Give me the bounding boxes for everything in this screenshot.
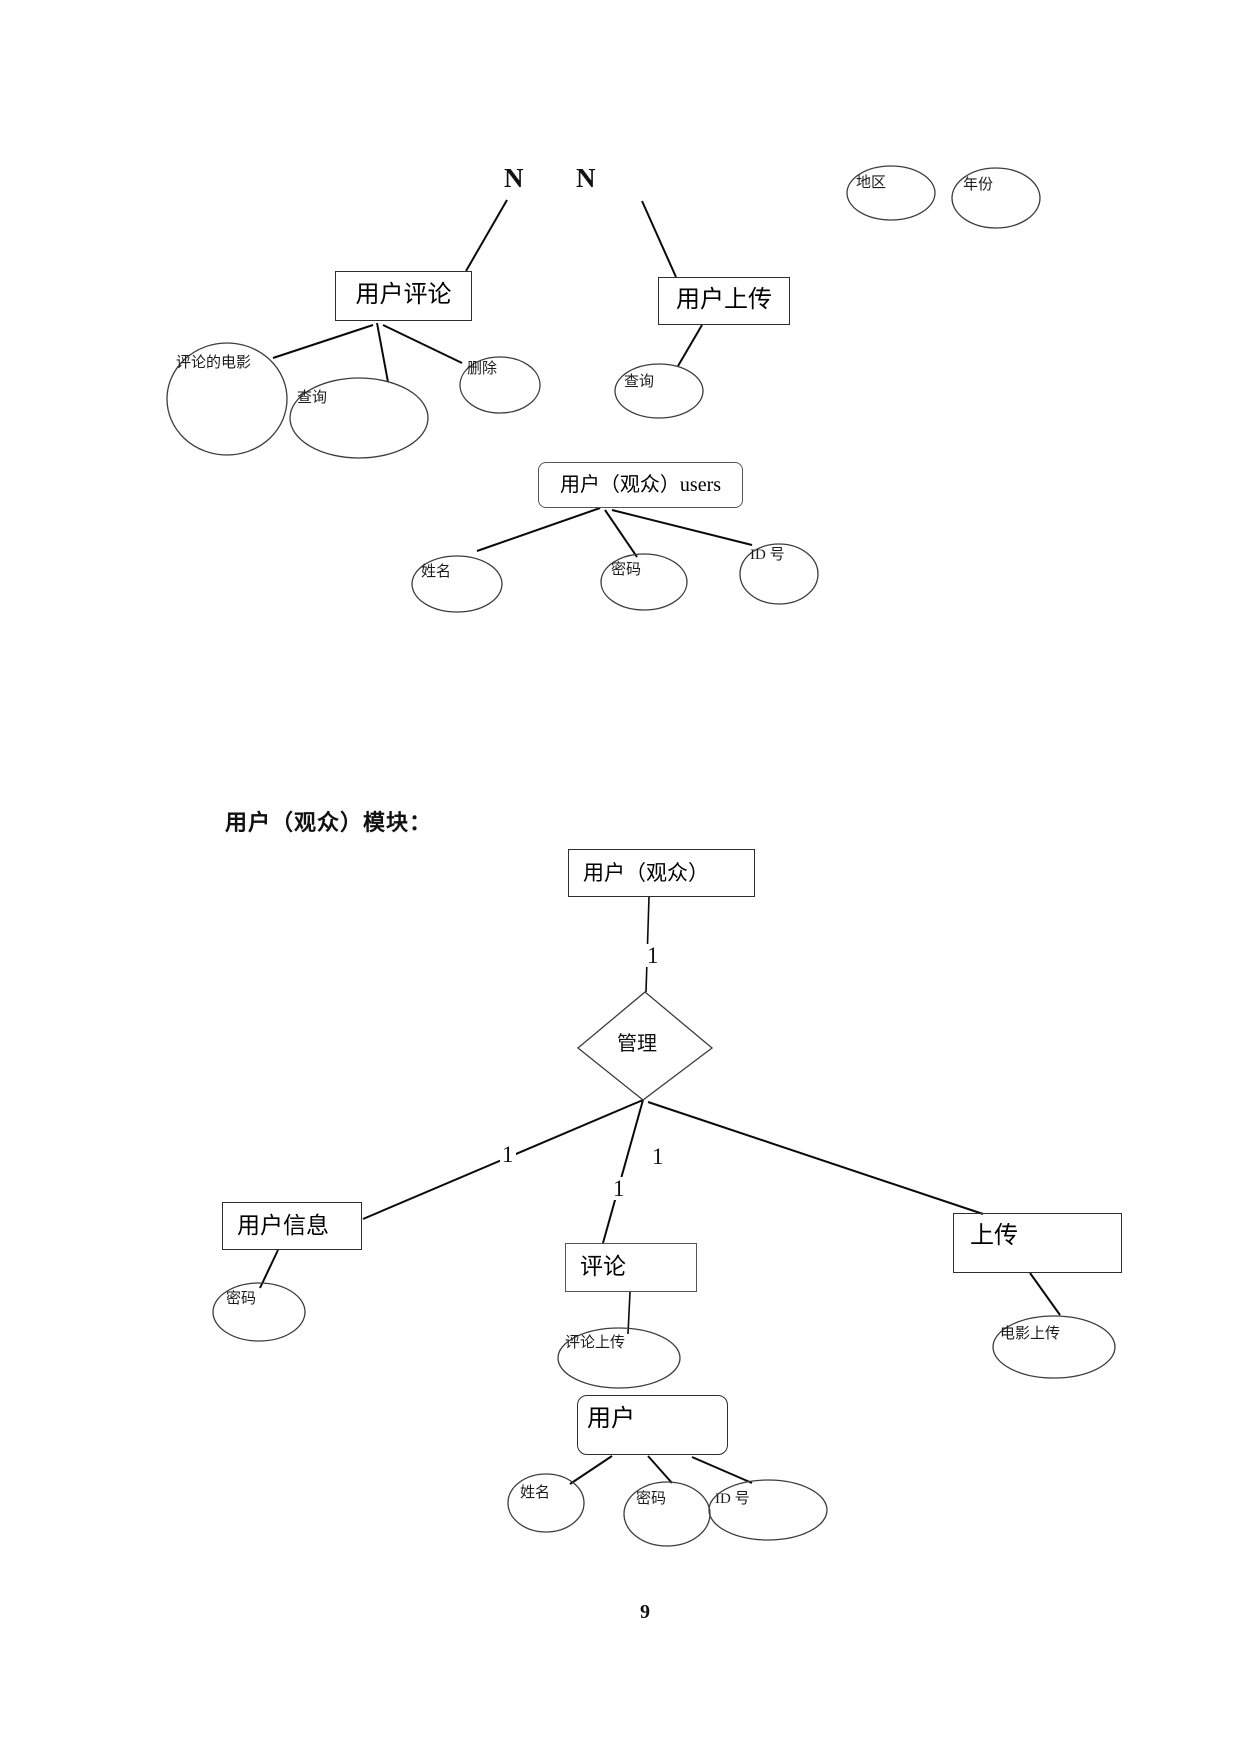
cardinality-1-middle-right: 1	[650, 1144, 666, 1169]
line-user-to-password	[647, 1455, 673, 1484]
ellipse-query-right	[614, 363, 704, 419]
line-comment-to-commentupload	[627, 1291, 631, 1335]
entity-label-users: 用户（观众）users	[559, 473, 722, 496]
attribute-label-password-bottom: 密码	[636, 1491, 667, 1507]
ellipse-movie-upload	[992, 1315, 1116, 1379]
attribute-label-query-right: 查询	[624, 374, 655, 390]
ellipse-name-mid	[411, 555, 503, 613]
relationship-label-manage: 管理	[617, 1033, 657, 1055]
ellipse-region	[846, 165, 936, 221]
attribute-label-region: 地区	[856, 175, 887, 191]
attribute-label-id-mid: ID 号	[750, 547, 785, 563]
entity-box-viewer: 用户（观众）	[568, 849, 755, 897]
ellipse-password-info	[212, 1282, 306, 1342]
line-users-to-password	[604, 509, 638, 558]
entity-box-user-info: 用户信息	[222, 1202, 362, 1250]
ellipse-id-mid	[739, 543, 819, 605]
line-comment-to-movie	[272, 324, 374, 359]
entity-box-upload: 上传	[953, 1213, 1122, 1273]
attribute-label-commented-movie: 评论的电影	[176, 355, 252, 371]
line-comment-to-delete	[382, 324, 463, 364]
section-heading: 用户（观众）模块：	[225, 810, 433, 835]
entity-box-user-comment: 用户评论	[335, 271, 472, 321]
relationship-diamond-manage	[576, 991, 714, 1101]
attribute-label-name-mid: 姓名	[421, 564, 452, 580]
entity-box-users: 用户（观众）users	[538, 462, 743, 508]
cardinality-1-top: 1	[645, 943, 661, 968]
ellipse-comment-upload	[557, 1327, 681, 1389]
line-n-to-user-upload	[641, 200, 677, 278]
entity-box-user: 用户	[577, 1395, 728, 1455]
line-upload-to-query	[677, 324, 703, 367]
ellipse-year	[951, 167, 1041, 229]
line-n-to-user-comment	[465, 199, 508, 272]
line-users-to-id	[611, 509, 753, 546]
entity-label-user-upload: 用户上传	[676, 287, 772, 314]
cardinality-n-left: N	[504, 163, 524, 193]
entity-label-user-comment: 用户评论	[355, 282, 452, 309]
ellipse-id-bottom	[708, 1479, 828, 1541]
entity-box-comment: 评论	[565, 1243, 697, 1292]
entity-label-comment: 评论	[580, 1254, 626, 1280]
line-userinfo-to-password	[259, 1249, 279, 1289]
attribute-label-year: 年份	[963, 177, 994, 193]
line-user-to-id	[691, 1456, 753, 1484]
attribute-label-query-left: 查询	[297, 390, 328, 406]
line-user-to-name	[569, 1455, 613, 1485]
page-number: 9	[640, 1601, 650, 1623]
attribute-label-movie-upload: 电影上传	[1000, 1326, 1061, 1342]
entity-label-user: 用户	[587, 1406, 635, 1432]
line-upload-to-movieupload	[1029, 1272, 1061, 1316]
attribute-label-delete: 删除	[467, 361, 498, 377]
ellipse-password-mid	[600, 553, 688, 611]
line-manage-to-upload	[647, 1101, 984, 1215]
cardinality-1-middle: 1	[611, 1176, 627, 1201]
ellipse-commented-movie	[166, 342, 288, 456]
ellipse-query-left	[289, 377, 429, 459]
attribute-label-password-mid: 密码	[611, 562, 642, 578]
line-manage-to-comment	[602, 1099, 644, 1244]
attribute-label-comment-upload: 评论上传	[565, 1335, 626, 1351]
cardinality-1-left: 1	[500, 1142, 516, 1167]
entity-box-user-upload: 用户上传	[658, 277, 790, 325]
attribute-label-id-bottom: ID 号	[715, 1491, 750, 1507]
attribute-label-password-info: 密码	[226, 1291, 257, 1307]
line-users-to-name	[476, 507, 601, 552]
attribute-label-name-bottom: 姓名	[520, 1485, 551, 1501]
entity-label-upload: 上传	[970, 1223, 1018, 1249]
ellipse-delete	[459, 356, 541, 414]
entity-label-user-info: 用户信息	[237, 1212, 329, 1238]
ellipse-name-bottom	[507, 1473, 585, 1533]
entity-label-viewer: 用户（观众）	[583, 860, 709, 885]
line-comment-to-query	[376, 322, 389, 383]
cardinality-n-right: N	[576, 163, 596, 193]
